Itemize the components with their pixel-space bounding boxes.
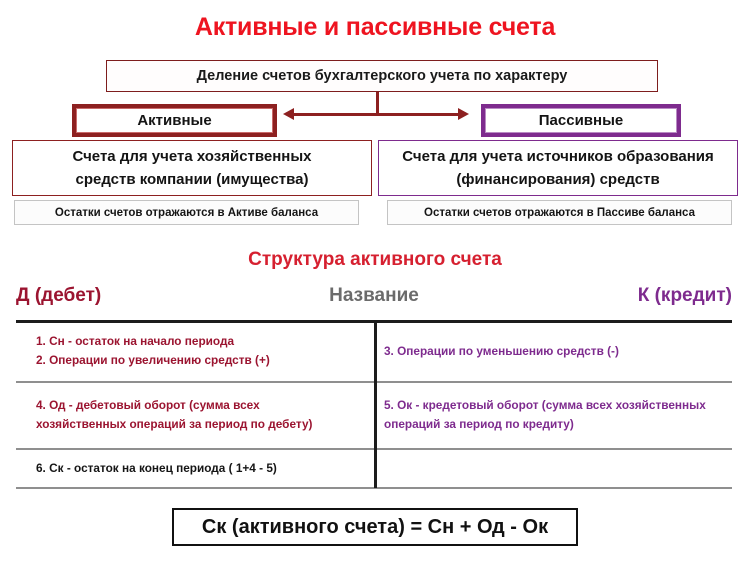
credit-column-header: К (кредит): [637, 285, 732, 306]
passive-balance-note-box: Остатки счетов отражаются в Пассиве бала…: [387, 200, 732, 225]
active-accounts-description-box: Счета для учета хозяйственных средств ко…: [12, 140, 372, 196]
double-arrow-line: [291, 113, 461, 116]
account-name-header: Название: [329, 285, 419, 306]
t-account-header-row: Д (дебет) Название К (кредит): [16, 285, 732, 315]
debit-column-header: Д (дебет): [16, 285, 102, 306]
active-balance-note: Остатки счетов отражаются в Активе балан…: [54, 206, 319, 219]
table-row: 1. Сн - остаток на начало периода 2. Опе…: [36, 322, 366, 380]
credit-row-2-line-2: операций за период по кредиту): [384, 417, 574, 431]
credit-row-1-line-1: 3. Операции по уменьшению средств (-): [384, 343, 619, 358]
passive-balance-note: Остатки счетов отражаются в Пассиве бала…: [424, 206, 695, 219]
active-description-line-2: средств компании (имущества): [75, 171, 309, 188]
table-row: 4. Од - дебетовый оборот (сумма всех хоз…: [36, 383, 370, 447]
active-accounts-label-box: Активные: [72, 104, 277, 137]
passive-accounts-description-box: Счета для учета источников образования (…: [378, 140, 738, 196]
credit-row-2-line-1: 5. Ок - кредетовый оборот (сумма всех хо…: [384, 398, 706, 412]
passive-accounts-label: Пассивные: [538, 112, 624, 129]
table-row: 6. Ск - остаток на конец периода ( 1+4 -…: [36, 450, 366, 486]
connector-vertical-line: [376, 92, 379, 115]
active-accounts-label: Активные: [137, 112, 212, 129]
formula-box: Ск (активного счета) = Сн + Од - Ок: [172, 508, 578, 546]
passive-description-line-1: Счета для учета источников образования: [402, 148, 714, 165]
page-title: Активные и пассивные счета: [194, 13, 556, 41]
classification-top-label: Деление счетов бухгалтерского учета по х…: [196, 68, 568, 84]
passive-description-line-2: (финансирования) средств: [456, 171, 660, 188]
arrow-head-left-icon: [283, 108, 294, 120]
active-description-line-1: Счета для учета хозяйственных: [72, 148, 312, 165]
debit-row-3-line-1: 6. Ск - остаток на конец периода ( 1+4 -…: [36, 460, 277, 475]
debit-row-1-line-2: 2. Операции по увеличению средств (+): [36, 353, 270, 367]
debit-row-2-line-2: хозяйственных операций за период по дебе…: [36, 417, 313, 431]
table-vertical-divider: [374, 320, 377, 488]
formula-text: Ск (активного счета) = Сн + Од - Ок: [201, 515, 549, 538]
active-balance-note-box: Остатки счетов отражаются в Активе балан…: [14, 200, 359, 225]
table-row: 3. Операции по уменьшению средств (-): [384, 322, 724, 380]
passive-accounts-label-box: Пассивные: [481, 104, 681, 137]
debit-row-1-line-1: 1. Сн - остаток на начало периода: [36, 334, 235, 348]
section-title: Структура активного счета: [248, 249, 502, 270]
table-row: 5. Ок - кредетовый оборот (сумма всех хо…: [384, 383, 729, 447]
classification-top-box: Деление счетов бухгалтерского учета по х…: [106, 60, 658, 92]
debit-row-2-line-1: 4. Од - дебетовый оборот (сумма всех: [36, 398, 260, 412]
arrow-head-right-icon: [458, 108, 469, 120]
